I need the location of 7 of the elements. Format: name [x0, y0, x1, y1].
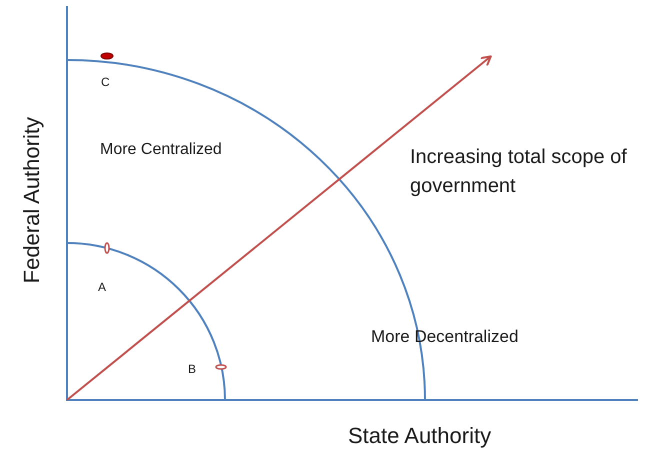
region-label: More Centralized — [100, 140, 222, 160]
point-label: A — [98, 280, 106, 294]
annotation: Increasing total scope of government — [410, 145, 628, 199]
point-label: B — [188, 362, 196, 376]
axis-label: Federal Authority — [18, 117, 45, 284]
point-label: C — [101, 75, 110, 90]
axis-label: State Authority — [348, 423, 492, 450]
